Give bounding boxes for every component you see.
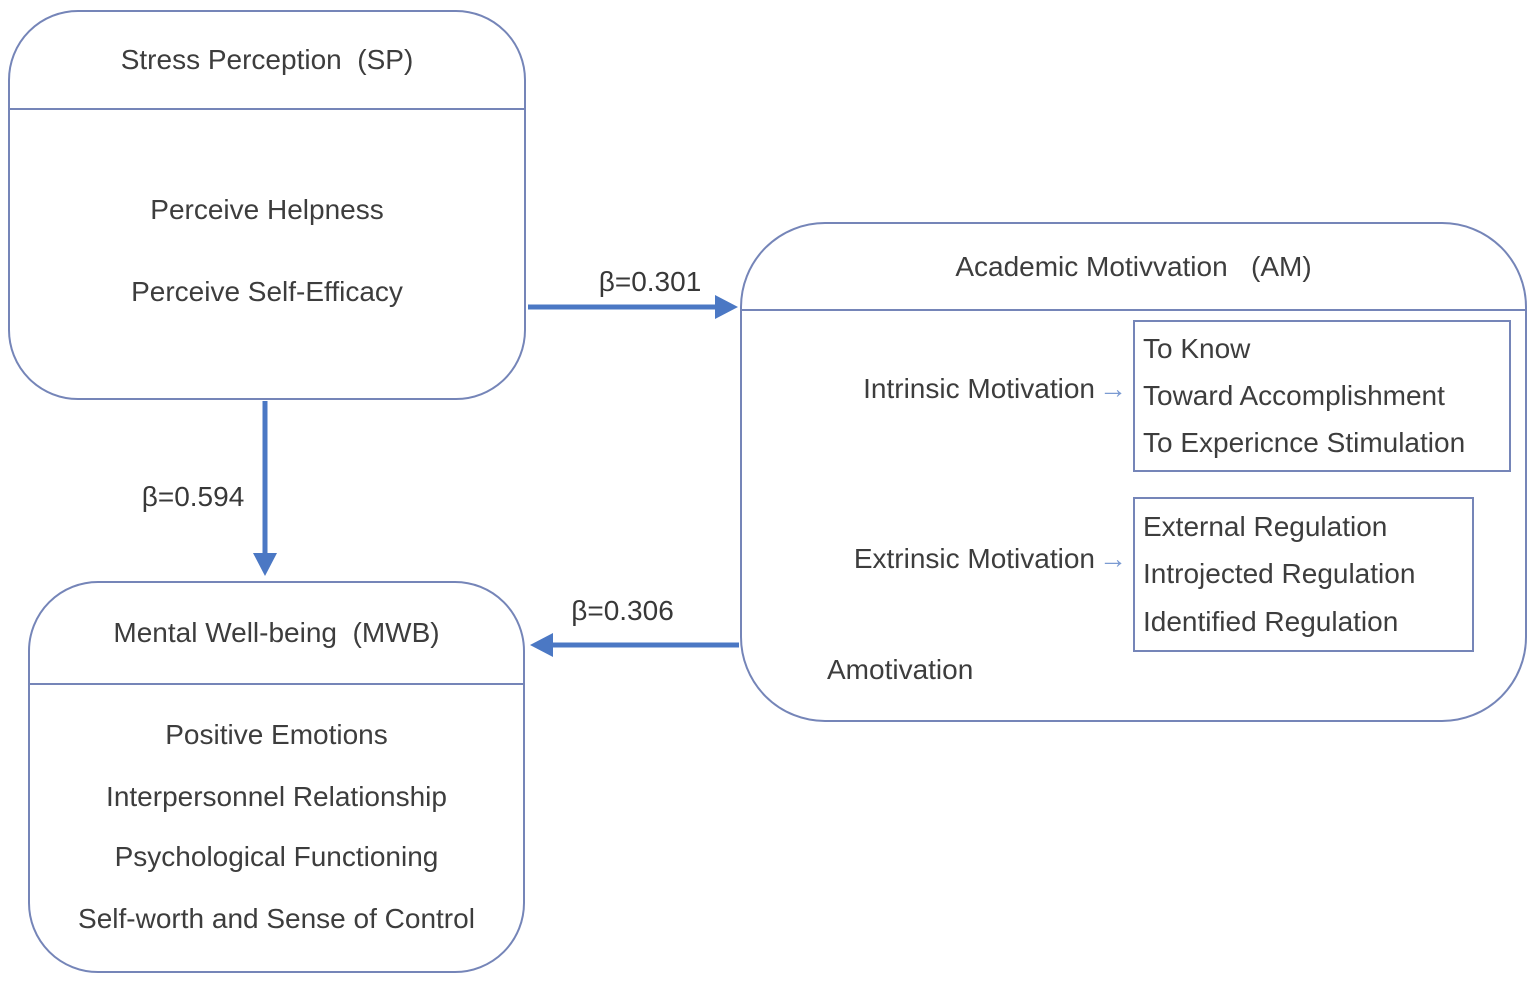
node-mental-well-being: Mental Well-being (MWB) Positive Emotion… (28, 581, 525, 973)
extrinsic-subtypes-box: External Regulation Introjected Regulati… (1133, 497, 1474, 652)
path-coefficient-sp-am: β=0.301 (598, 266, 702, 297)
intrinsic-subtype-to-know: To Know (1143, 333, 1251, 365)
mwb-indicator-psychological-functioning: Psychological Functioning (114, 841, 439, 872)
right-arrow-icon: → (1099, 373, 1127, 404)
extrinsic-motivation-row: Extrinsic Motivation → (854, 543, 1127, 575)
right-arrow-icon: → (1099, 543, 1127, 574)
intrinsic-subtype-toward-accomplishment: Toward Accomplishment (1143, 379, 1445, 411)
node-title-mental-well-being: Mental Well-being (MWB) (113, 617, 440, 648)
node-divider (30, 683, 523, 685)
arrow-sp-to-am (528, 295, 738, 319)
arrow-am-to-mwb (530, 633, 739, 657)
extrinsic-subtype-external-regulation: External Regulation (1143, 510, 1388, 542)
node-title-academic-motivation: Academic Motivvation (AM) (955, 250, 1312, 282)
extrinsic-subtype-identified-regulation: Identified Regulation (1143, 606, 1399, 638)
node-stress-perception: Stress Perception (SP) Perceive Helpness… (8, 10, 526, 400)
sp-indicator-perceive-helpness: Perceive Helpness (150, 194, 384, 225)
path-coefficient-am-mwb: β=0.306 (571, 595, 674, 626)
node-divider (742, 309, 1525, 311)
mwb-indicator-positive-emotions: Positive Emotions (165, 719, 388, 750)
path-coefficient-sp-mwb: β=0.594 (141, 481, 245, 512)
intrinsic-subtype-experience-stimulation: To Expericnce Stimulation (1143, 426, 1466, 458)
extrinsic-subtype-introjected-regulation: Introjected Regulation (1143, 558, 1416, 590)
intrinsic-subtypes-box: To Know Toward Accomplishment To Experic… (1133, 320, 1511, 472)
mwb-indicator-self-worth: Self-worth and Sense of Control (78, 903, 475, 934)
node-title-stress-perception: Stress Perception (SP) (120, 44, 414, 75)
node-divider (10, 108, 524, 110)
extrinsic-motivation-label: Extrinsic Motivation (853, 543, 1095, 574)
intrinsic-motivation-row: Intrinsic Motivation → (863, 373, 1127, 405)
intrinsic-motivation-label: Intrinsic Motivation (863, 373, 1095, 404)
node-academic-motivation: Academic Motivvation (AM) Intrinsic Moti… (740, 222, 1527, 722)
sp-indicator-perceive-self-efficacy: Perceive Self-Efficacy (131, 276, 403, 307)
amotivation-label: Amotivation (827, 654, 974, 685)
mwb-indicator-interpersonnel-relationship: Interpersonnel Relationship (106, 781, 447, 812)
